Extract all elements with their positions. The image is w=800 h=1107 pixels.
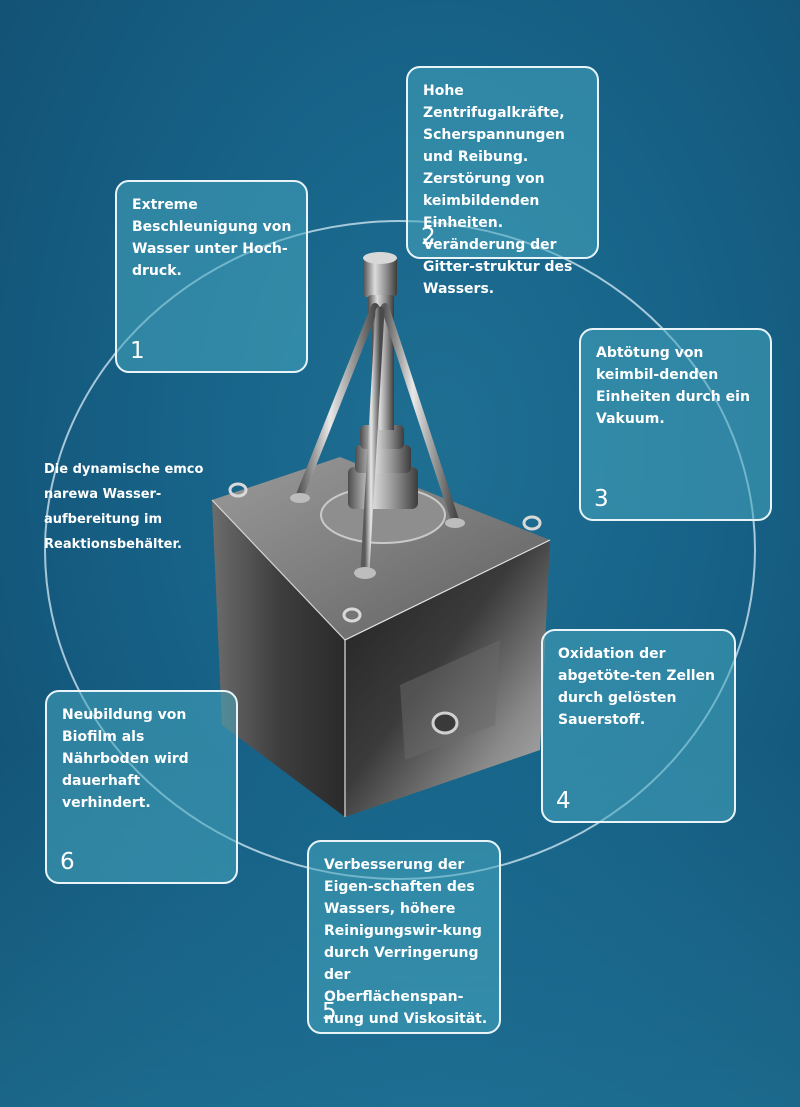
step-number: 4 — [556, 788, 571, 814]
step-box-5: Verbesserung der Eigen-schaften des Wass… — [307, 840, 501, 1034]
step-number: 1 — [130, 338, 145, 364]
step-box-2: Hohe Zentrifugalkräfte, Scherspannungen … — [406, 66, 599, 297]
reactor-vessel-illustration — [211, 252, 551, 817]
step-text: Extreme Beschleunigung von Wasser unter … — [132, 197, 292, 279]
step-number: 5 — [322, 999, 337, 1025]
step-text: Verbesserung der Eigen-schaften des Wass… — [324, 857, 488, 1027]
step-box-3: Abtötung von keimbil-denden Einheiten du… — [579, 328, 772, 521]
step-text: Oxidation der abgetöte-ten Zellen durch … — [558, 646, 716, 728]
step-box-4: Oxidation der abgetöte-ten Zellen durch … — [541, 629, 736, 823]
step-text: Hohe Zentrifugalkräfte, Scherspannungen … — [423, 83, 573, 297]
step-number: 3 — [594, 486, 609, 512]
step-number: 2 — [421, 224, 436, 250]
intro-text: Die dynamische emco narewa Wasser-aufber… — [44, 462, 204, 552]
step-text: Neubildung von Biofilm als Nährboden wir… — [62, 707, 189, 811]
step-number: 6 — [60, 849, 75, 875]
step-box-6: Neubildung von Biofilm als Nährboden wir… — [45, 690, 238, 884]
step-box-1: Extreme Beschleunigung von Wasser unter … — [115, 180, 308, 373]
step-text: Abtötung von keimbil-denden Einheiten du… — [596, 345, 750, 427]
